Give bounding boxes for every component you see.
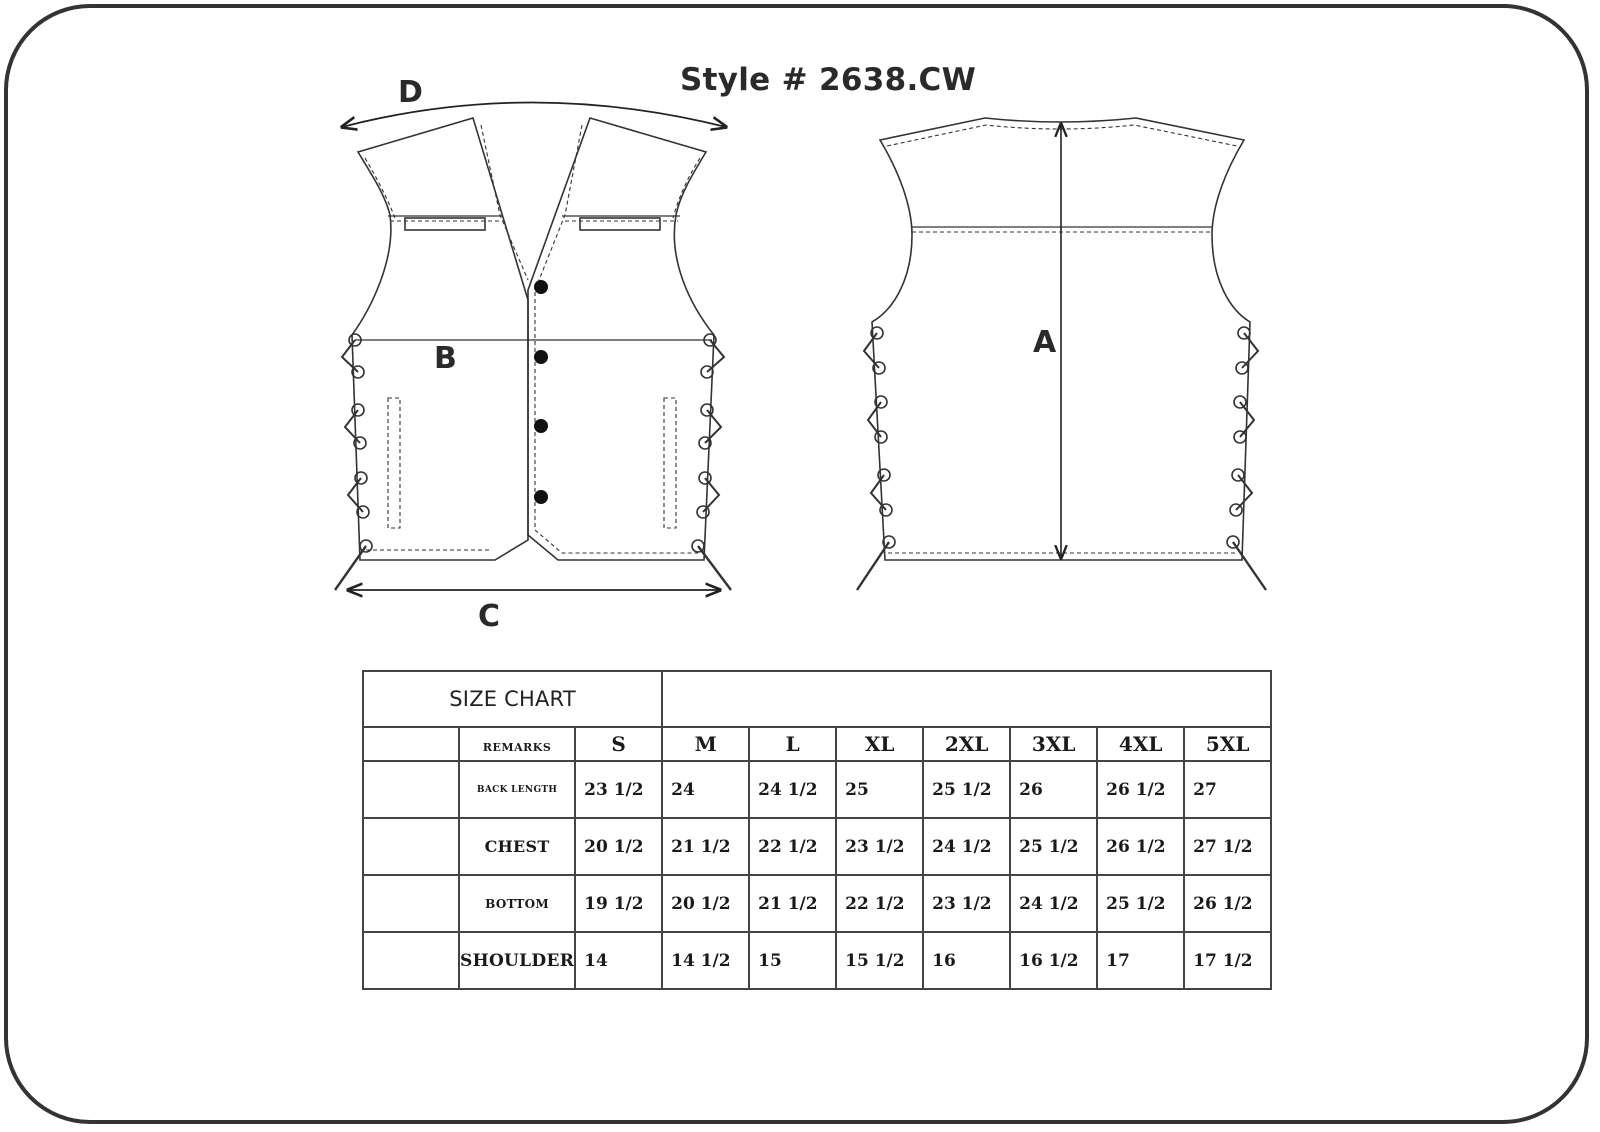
size-header: XL — [835, 726, 925, 762]
row-label: BOTTOM — [457, 874, 577, 933]
measure-cell: 19 1/2 — [574, 874, 664, 933]
label-b: B — [434, 341, 457, 376]
measure-cell: 14 — [574, 931, 664, 990]
measure-cell: 21 1/2 — [661, 817, 751, 876]
vest-buttons — [534, 280, 548, 504]
measure-cell: 16 — [922, 931, 1012, 990]
size-chart-table: SIZE CHART REMARKS S M L XL 2XL 3XL 4XL … — [361, 670, 1273, 990]
button-1 — [534, 280, 548, 294]
measure-cell: 22 1/2 — [835, 874, 925, 933]
measure-cell: 24 1/2 — [748, 760, 838, 819]
blank-cell — [362, 931, 460, 990]
size-header: 2XL — [922, 726, 1012, 762]
measure-cell: 21 1/2 — [748, 874, 838, 933]
measure-cell: 22 1/2 — [748, 817, 838, 876]
label-d: D — [398, 75, 423, 110]
vest-back-lacing — [856, 326, 1267, 591]
remarks-header: REMARKS — [457, 726, 577, 762]
blank-cell — [362, 874, 460, 933]
measure-cell: 17 — [1096, 931, 1186, 990]
measure-cell: 17 1/2 — [1183, 931, 1273, 990]
measure-cell: 15 — [748, 931, 838, 990]
size-columns-row: REMARKS S M L XL 2XL 3XL 4XL 5XL — [362, 726, 1273, 762]
size-chart-heading-row: SIZE CHART — [361, 670, 1273, 728]
button-4 — [534, 490, 548, 504]
measure-cell: 26 1/2 — [1096, 817, 1186, 876]
row-label: BACK LENGTH — [457, 760, 577, 819]
measure-cell: 20 1/2 — [574, 817, 664, 876]
vest-front-right-panel — [527, 117, 715, 561]
vest-diagram: D B C A — [334, 75, 1267, 634]
measure-cell: 14 1/2 — [661, 931, 751, 990]
vest-back-body — [871, 117, 1251, 561]
size-chart-heading: SIZE CHART — [361, 670, 664, 728]
blank-cell — [362, 817, 460, 876]
measure-cell: 23 1/2 — [835, 817, 925, 876]
measure-cell: 27 1/2 — [1183, 817, 1273, 876]
row-label: SHOULDER — [457, 931, 577, 990]
size-header: S — [574, 726, 664, 762]
vest-back-stitching — [886, 124, 1238, 554]
measure-cell: 25 — [835, 760, 925, 819]
vest-front-lacing — [334, 333, 732, 591]
vest-front-stitching — [364, 124, 701, 554]
measure-cell: 25 1/2 — [922, 760, 1012, 819]
row-label: CHEST — [457, 817, 577, 876]
measure-cell: 15 1/2 — [835, 931, 925, 990]
size-header: L — [748, 726, 838, 762]
measure-cell: 26 1/2 — [1183, 874, 1273, 933]
row-bottom: BOTTOM 19 1/2 20 1/2 21 1/2 22 1/2 23 1/… — [362, 874, 1273, 933]
side-pocket-left — [387, 397, 401, 529]
row-shoulder: SHOULDER 14 14 1/2 15 15 1/2 16 16 1/2 1… — [362, 931, 1273, 990]
measure-cell: 24 1/2 — [922, 817, 1012, 876]
measure-d-arrow — [342, 101, 726, 128]
size-header: M — [661, 726, 751, 762]
button-2 — [534, 350, 548, 364]
measure-cell: 25 1/2 — [1096, 874, 1186, 933]
measure-cell: 23 1/2 — [922, 874, 1012, 933]
measure-cell: 20 1/2 — [661, 874, 751, 933]
measure-cell: 27 — [1183, 760, 1273, 819]
blank-cell — [362, 760, 460, 819]
vest-front-left-panel — [351, 117, 529, 561]
measure-cell: 24 1/2 — [1009, 874, 1099, 933]
row-chest: CHEST 20 1/2 21 1/2 22 1/2 23 1/2 24 1/2… — [362, 817, 1273, 876]
button-3 — [534, 419, 548, 433]
style-title: Style # 2638.CW — [680, 62, 977, 98]
chest-pocket-left — [404, 217, 486, 231]
label-c: C — [478, 599, 500, 634]
side-pocket-right — [663, 397, 677, 529]
blank-header-cell — [362, 726, 460, 762]
measure-cell: 26 — [1009, 760, 1099, 819]
row-back-length: BACK LENGTH 23 1/2 24 24 1/2 25 25 1/2 2… — [362, 760, 1273, 819]
size-header: 3XL — [1009, 726, 1099, 762]
vest-front — [351, 117, 715, 561]
size-chart-heading-blank — [661, 670, 1273, 728]
measure-cell: 23 1/2 — [574, 760, 664, 819]
page-frame — [4, 4, 1589, 1124]
chest-pocket-right — [579, 217, 661, 231]
measure-cell: 16 1/2 — [1009, 931, 1099, 990]
measure-cell: 26 1/2 — [1096, 760, 1186, 819]
size-header: 5XL — [1183, 726, 1273, 762]
measure-cell: 24 — [661, 760, 751, 819]
label-a: A — [1033, 325, 1057, 360]
size-header: 4XL — [1096, 726, 1186, 762]
measure-cell: 25 1/2 — [1009, 817, 1099, 876]
